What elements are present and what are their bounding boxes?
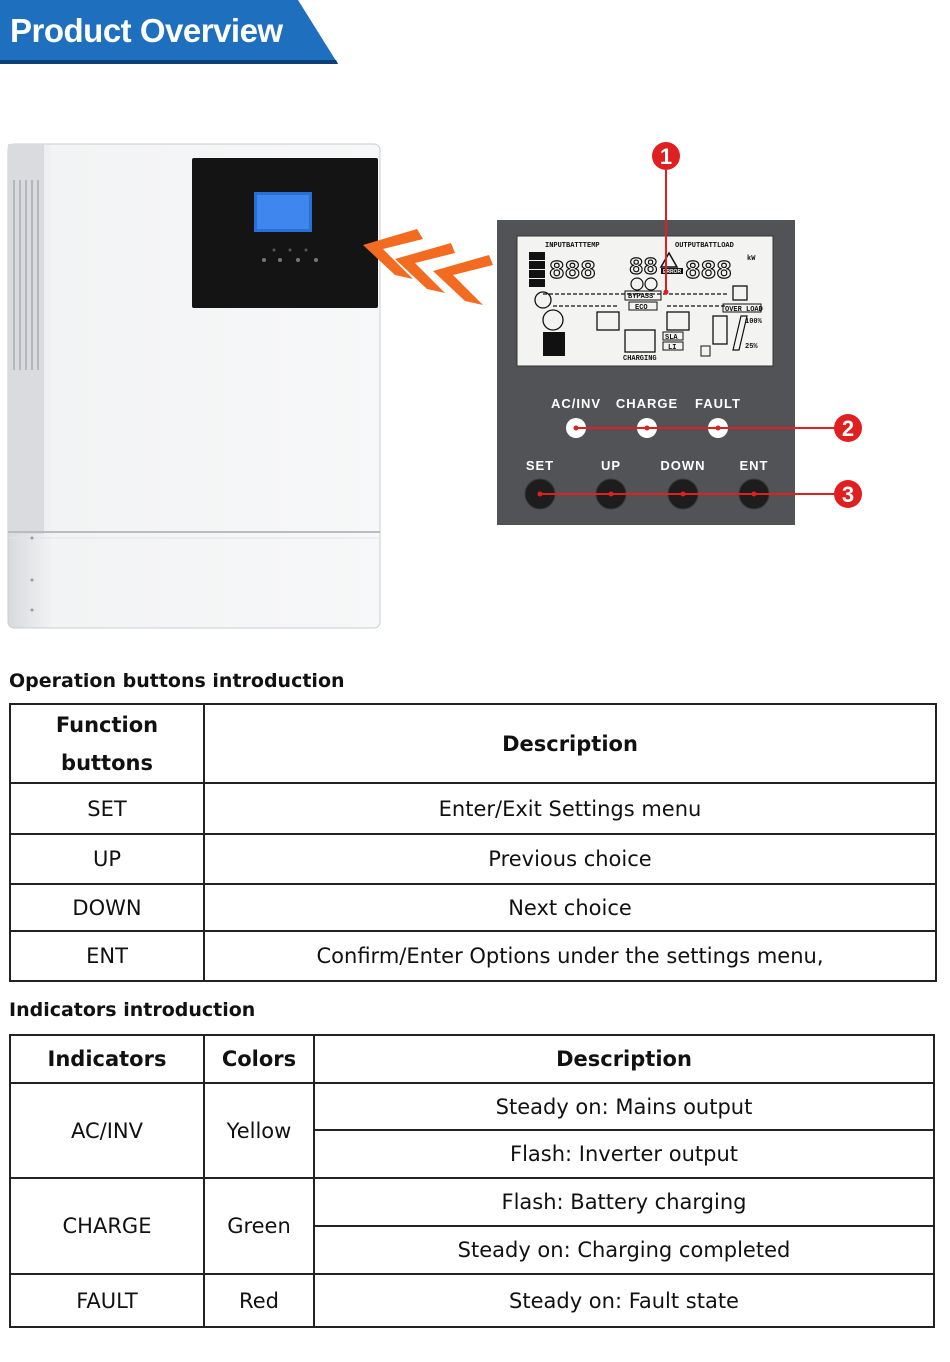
indicator-label-charge: CHARGE <box>616 396 678 411</box>
lcd-pct-100: 100% <box>745 318 763 326</box>
lcd-output-label: OUTPUTBATTLOAD <box>675 242 734 250</box>
indicators-header-indicators: Indicators <box>9 1034 205 1084</box>
indicator-desc-cell: Flash: Battery charging <box>313 1177 935 1227</box>
operation-table: Function buttons Description SET Enter/E… <box>9 703 937 982</box>
marker-3 <box>834 480 862 508</box>
indicator-color-cell: Yellow <box>203 1082 315 1179</box>
indicator-label-ac-inv: AC/INV <box>551 396 601 411</box>
marker-1 <box>652 142 680 170</box>
indicators-header-row: Indicators Colors Description <box>9 1034 935 1084</box>
lcd-sla: SLA <box>665 334 678 342</box>
solar-panel-icon <box>543 332 565 356</box>
lcd-unit-right: kW <box>747 255 756 263</box>
lcd-bypass: BYPASS <box>628 293 653 301</box>
speaker-icon <box>732 285 748 301</box>
indicator-name-cell: FAULT <box>9 1273 205 1328</box>
table-row: Flash: Inverter output <box>10 1129 935 1179</box>
operation-header-description: Description <box>203 703 937 784</box>
lcd-eco: ECO <box>635 304 648 312</box>
indicator-name-cell: AC/INV <box>9 1082 205 1179</box>
operation-button-cell: SET <box>9 782 205 835</box>
table-row: CHARGE Green Flash: Battery charging <box>9 1177 935 1275</box>
table-row: UP Previous choice <box>9 833 937 885</box>
banner-shape <box>0 0 338 64</box>
marker-1-label: 1 <box>660 144 672 169</box>
indicator-color-cell: Red <box>203 1273 315 1328</box>
battery-icon <box>624 329 656 353</box>
marker-2 <box>834 414 862 442</box>
operation-desc-cell: Previous choice <box>203 833 937 885</box>
control-panel: INPUTBATTTEMP OUTPUTBATTLOAD 888 88 888 … <box>497 220 795 525</box>
table-row: Steady on: Charging completed <box>10 1225 935 1275</box>
lcd-over-load: OVER LOAD <box>725 306 763 314</box>
indicator-name-cell: CHARGE <box>9 1177 205 1275</box>
operation-desc-cell: Enter/Exit Settings menu <box>203 782 937 835</box>
lamp-icon <box>712 315 728 345</box>
operation-desc-cell: Next choice <box>203 883 937 932</box>
arrow-chevrons-icon <box>363 229 493 305</box>
table-row: SET Enter/Exit Settings menu <box>9 782 937 835</box>
table-row: DOWN Next choice <box>9 883 937 932</box>
wind-icon <box>534 291 552 309</box>
operation-desc-cell: Confirm/Enter Options under the settings… <box>203 930 937 982</box>
button-label-down: DOWN <box>660 458 705 473</box>
operation-header-function: Function buttons <box>9 703 205 784</box>
indicators-section-title: Indicators introduction <box>9 999 256 1021</box>
lcd-left-tags <box>529 252 545 287</box>
callouts: 1 2 3 <box>537 142 862 508</box>
indicators-table: Indicators Colors Description AC/INV Yel… <box>9 1034 935 1328</box>
header-banner: Product Overview <box>0 0 340 64</box>
operation-button-cell: DOWN <box>9 883 205 932</box>
lcd-li: LI <box>668 344 676 352</box>
indicator-label-fault: FAULT <box>695 396 741 411</box>
lcd-pct-25: 25% <box>745 343 758 351</box>
lcd-charging: CHARGING <box>623 355 657 363</box>
indicator-desc-cell: Steady on: Fault state <box>313 1273 935 1328</box>
lcd-output-digits: 888 <box>685 256 732 286</box>
ac-source-icon <box>542 309 564 331</box>
operation-button-cell: UP <box>9 833 205 885</box>
button-label-set: SET <box>526 458 554 473</box>
indicator-color-cell: Green <box>203 1177 315 1275</box>
inverter-unit <box>7 143 381 629</box>
lcd-error-tag: ERROR <box>663 269 681 275</box>
marker-2-label: 2 <box>842 416 854 441</box>
indicator-desc-cell: Steady on: Charging completed <box>313 1225 935 1275</box>
operation-header-row: Function buttons Description <box>9 703 937 784</box>
lcd-input-label: INPUTBATTTEMP <box>545 242 600 250</box>
operation-section-title: Operation buttons introduction <box>9 670 345 692</box>
table-row: AC/INV Yellow Steady on: Mains output <box>9 1082 935 1179</box>
marker-3-label: 3 <box>842 482 854 507</box>
table-row: ENT Confirm/Enter Options under the sett… <box>9 930 937 982</box>
vent-slots <box>13 180 39 370</box>
indicator-desc-cell: Flash: Inverter output <box>313 1129 935 1179</box>
button-label-up: UP <box>601 458 621 473</box>
indicator-desc-cell: Steady on: Mains output <box>313 1082 935 1131</box>
indicators-header-colors: Colors <box>203 1034 315 1084</box>
indicators-header-description: Description <box>313 1034 935 1084</box>
button-label-ent: ENT <box>740 458 769 473</box>
lcd-input-digits: 888 <box>549 256 596 286</box>
page-title: Product Overview <box>10 12 283 49</box>
table-row: FAULT Red Steady on: Fault state <box>9 1273 935 1328</box>
operation-button-cell: ENT <box>9 930 205 982</box>
